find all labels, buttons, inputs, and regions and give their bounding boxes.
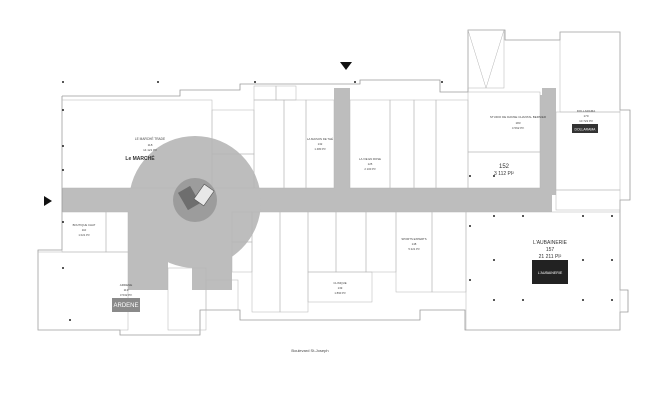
store-ardene-logo: ARDENE [113, 303, 138, 309]
store-sports-experts-number: 148 [412, 242, 417, 246]
store-sports-experts-name: SPORTS EXPERTS [401, 237, 426, 241]
dollarama-logo-box [572, 124, 598, 133]
street-label: Boulevard St-Joseph [291, 348, 328, 353]
structure-columns [62, 81, 613, 321]
store-marche-number: 118 [148, 143, 153, 147]
store-studio-area: 4 562 PI² [512, 126, 524, 130]
store-maison-number: 132 [318, 142, 323, 146]
south-stores [251, 211, 467, 313]
store-aubainerie-name: L'AUBAINERIE [533, 240, 568, 246]
store-la-vie-en-rose-name: LA VIE EN ROSE [359, 157, 381, 161]
corridors [62, 88, 556, 290]
unit-152-area: 3 112 PI² [494, 171, 514, 177]
store-marche-logo: Le MARCHÉ [125, 154, 155, 162]
store-dollarama-number: 170 [583, 114, 588, 118]
store-aubainerie-logo: L'AUBAINERIE [538, 271, 563, 275]
north-stores [253, 85, 469, 189]
store-dollarama-logo: DOLLARAMA [575, 128, 597, 132]
store-dollarama-name: DOLLARAMA [577, 109, 596, 113]
store-maison-area: 1 480 PI² [314, 147, 325, 151]
store-la-vie-en-rose-number: 125 [368, 162, 373, 166]
store-ardene-area: 3 532 PI² [120, 293, 132, 297]
store-boutique-chat-number: 110 [82, 228, 87, 232]
centre-court-fountain [173, 178, 217, 222]
store-ardene-name: ARDENE [120, 283, 133, 287]
entrance-arrow-icon [44, 196, 52, 206]
store-boutique-chat-name: BOUTIQUE CHAT [73, 223, 96, 227]
store-studio-number: 183 [515, 121, 520, 125]
store-aubainerie-area: 21 211 PI² [539, 254, 562, 260]
store-maison-name: LA MAISON DE THÉ [307, 136, 333, 141]
store-studio-name: STUDIO DE DANSE CHANTAL BERNIER [490, 115, 547, 119]
store-marche-area: 14 121 PI² [143, 148, 157, 152]
store-clinique-number: 139 [338, 286, 343, 290]
store-sports-experts-area: 5 221 PI² [408, 247, 419, 251]
store-clinique-area: 1 890 PI² [334, 291, 345, 295]
building-walls [37, 29, 631, 336]
store-dollarama-area: 10 722 PI² [579, 119, 593, 123]
unit-152-number: 152 [499, 164, 510, 170]
store-labels: LE MARCHÉ TRADE 118 14 121 PI² Le MARCHÉ… [73, 109, 598, 312]
store-marche-name: LE MARCHÉ TRADE [135, 136, 165, 141]
west-stores [37, 99, 255, 331]
store-la-vie-en-rose-area: 2 100 PI² [364, 167, 375, 171]
store-clinique-name: CLINIQUE [333, 281, 346, 285]
store-aubainerie-number: 157 [546, 247, 555, 253]
entrance-arrows [44, 62, 352, 206]
aubainerie-logo-box [532, 260, 568, 284]
store-boutique-chat-area: 1 021 PI² [78, 233, 89, 237]
store-ardene-number: 119 [124, 288, 129, 292]
ardene-logo-box [112, 298, 140, 312]
entrance-arrow-icon [340, 62, 352, 70]
